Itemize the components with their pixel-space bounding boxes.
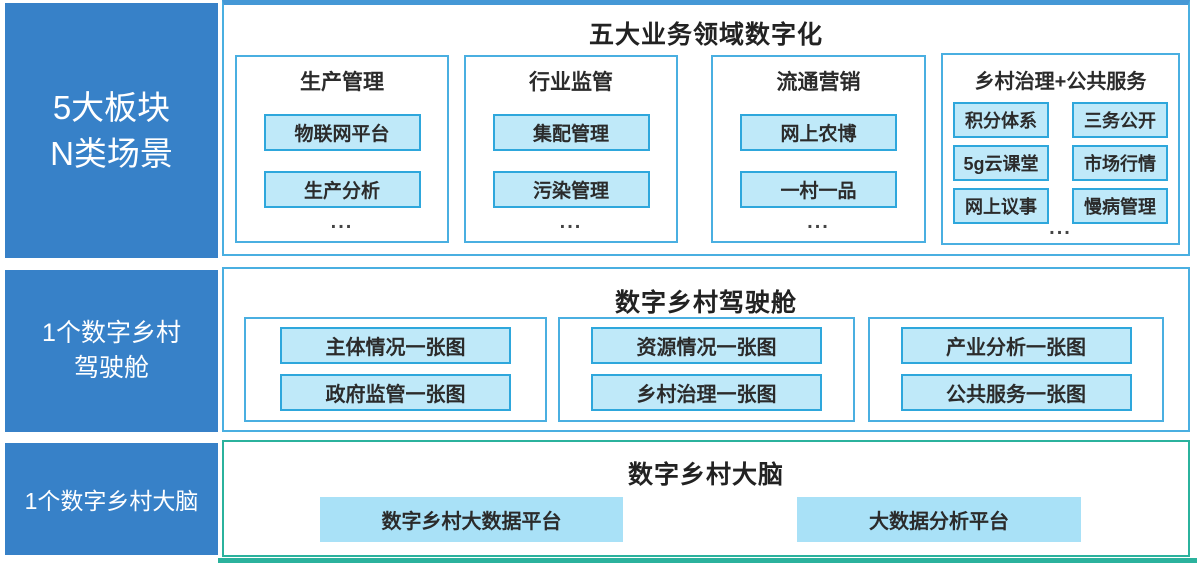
sidebar-digital-village-cockpit: 1个数字乡村 驾驶舱 [5,270,218,432]
item-box: 一村一品 [740,171,897,208]
item-box: 污染管理 [492,171,650,208]
map-item-box: 资源情况一张图 [591,327,822,364]
column-industry-supervision: 行业监管 集配管理 污染管理 ... [464,55,678,243]
ellipsis-more: ... [1049,217,1072,239]
item-box: 生产分析 [263,171,421,208]
panel-business-domains: 五大业务领域数字化 生产管理 物联网平台 生产分析 ... 行业监管 集配管理 … [222,0,1190,256]
map-item-box: 乡村治理一张图 [591,374,822,411]
panel-title-brain: 数字乡村大脑 [627,461,784,489]
column-header: 流通营销 [776,71,861,94]
sidebar-line: 1个数字乡村大脑 [24,488,199,514]
cockpit-group-3: 产业分析一张图 公共服务一张图 [868,317,1164,422]
map-item-box: 公共服务一张图 [900,374,1132,411]
item-box: 积分体系 [953,102,1049,138]
cockpit-group-2: 资源情况一张图 乡村治理一张图 [558,317,855,422]
item-box: 市场行情 [1072,145,1168,181]
ellipsis-more: ... [330,211,354,233]
column-header: 乡村治理+公共服务 [974,71,1147,93]
item-box: 5g云课堂 [953,145,1049,181]
sidebar-digital-village-brain: 1个数字乡村大脑 [5,443,218,555]
platform-box-big-data: 数字乡村大数据平台 [320,497,623,542]
ellipsis-more: ... [807,211,830,233]
cockpit-group-1: 主体情况一张图 政府监管一张图 [244,317,547,422]
column-header: 行业监管 [529,71,613,94]
item-box: 物联网平台 [263,114,421,151]
ellipsis-more: ... [559,211,583,233]
bottom-teal-strip [218,558,1197,563]
panel-brain: 数字乡村大脑 数字乡村大数据平台 大数据分析平台 [222,440,1190,557]
map-item-box: 产业分析一张图 [900,327,1132,364]
item-box: 网上议事 [953,188,1049,224]
panel-title-business-domains: 五大业务领域数字化 [588,21,823,49]
platform-box-analysis: 大数据分析平台 [797,497,1081,542]
panel-cockpit: 数字乡村驾驶舱 主体情况一张图 政府监管一张图 资源情况一张图 乡村治理一张图 … [222,267,1190,432]
map-item-box: 主体情况一张图 [280,327,511,364]
column-header: 生产管理 [300,71,384,94]
sidebar-five-sections: 5大板块 N类场景 [5,3,218,258]
sidebar-line: 5大板块 [52,88,171,126]
item-box: 集配管理 [492,114,650,151]
sidebar-line: 1个数字乡村 [42,318,181,347]
map-item-box: 政府监管一张图 [280,374,511,411]
column-circulation-marketing: 流通营销 网上农博 一村一品 ... [711,55,926,243]
column-governance-public-service: 乡村治理+公共服务 积分体系 三务公开 5g云课堂 市场行情 网上议事 慢病管理… [941,53,1180,245]
sidebar-line: 驾驶舱 [73,354,149,382]
item-box: 三务公开 [1072,102,1168,138]
item-box: 网上农博 [740,114,897,151]
column-production-management: 生产管理 物联网平台 生产分析 ... [235,55,449,243]
panel-title-cockpit: 数字乡村驾驶舱 [614,289,797,317]
small-items-grid: 积分体系 三务公开 5g云课堂 市场行情 网上议事 慢病管理 [943,102,1178,224]
item-box: 慢病管理 [1072,188,1168,224]
sidebar-line: N类场景 [50,134,173,172]
